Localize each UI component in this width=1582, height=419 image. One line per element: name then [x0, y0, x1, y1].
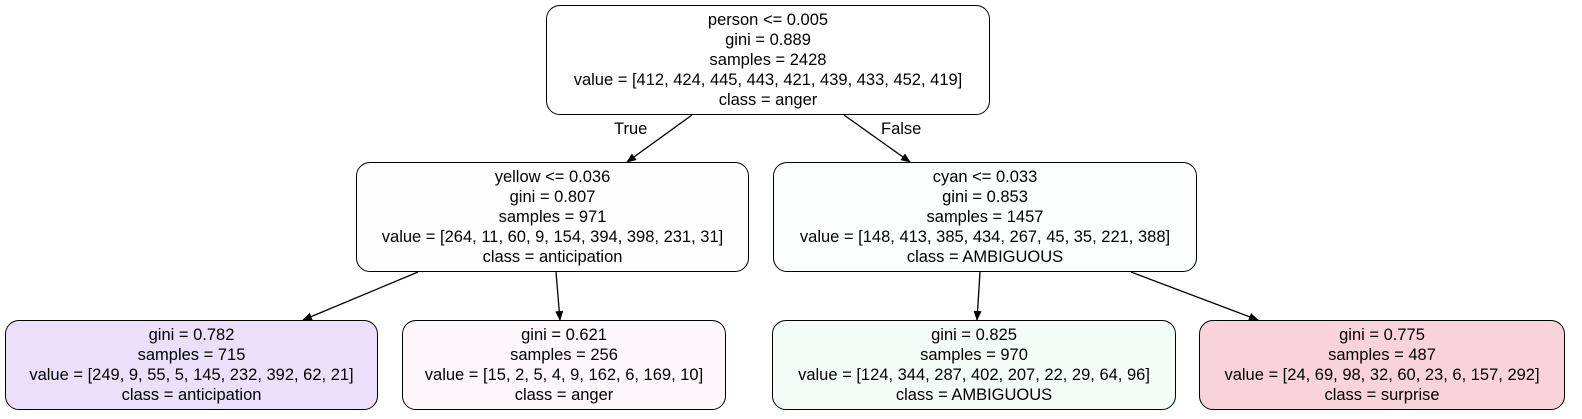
node-class: class = anticipation — [121, 386, 262, 404]
edge-root-to-left — [626, 114, 693, 163]
edge-root-to-right — [843, 114, 911, 163]
node-value: value = [15, 2, 5, 4, 9, 162, 6, 169, 10… — [424, 366, 704, 384]
edge-label-true: True — [614, 120, 648, 138]
node-class: class = anger — [514, 386, 614, 404]
root-node: person <= 0.005 gini = 0.889 samples = 2… — [546, 5, 990, 115]
node-split-rule: person <= 0.005 — [707, 11, 829, 29]
node-split-rule: cyan <= 0.033 — [932, 168, 1038, 186]
node-class: class = AMBIGUOUS — [895, 386, 1053, 404]
right-split-node: cyan <= 0.033 gini = 0.853 samples = 145… — [773, 162, 1197, 272]
node-samples: samples = 971 — [498, 208, 607, 226]
node-value: value = [264, 11, 60, 9, 154, 394, 398, … — [381, 228, 724, 246]
node-value: value = [412, 424, 445, 443, 421, 439, 4… — [573, 71, 963, 89]
node-gini: gini = 0.782 — [148, 326, 235, 344]
node-class: class = anticipation — [482, 248, 623, 266]
node-value: value = [24, 69, 98, 32, 60, 23, 6, 157,… — [1224, 366, 1540, 384]
node-gini: gini = 0.889 — [725, 31, 811, 49]
node-gini: gini = 0.853 — [942, 188, 1028, 206]
node-value: value = [124, 344, 287, 402, 207, 22, 29… — [798, 366, 1150, 384]
leaf-node-anger: gini = 0.621 samples = 256 value = [15, … — [402, 320, 726, 410]
node-split-rule: yellow <= 0.036 — [494, 168, 611, 186]
leaf-node-surprise: gini = 0.775 samples = 487 value = [24, … — [1199, 320, 1565, 410]
leaf-node-anticipation: gini = 0.782 samples = 715 value = [249,… — [5, 320, 378, 410]
edge-left-to-leaf-ll — [302, 271, 419, 321]
node-class: class = anger — [718, 91, 818, 109]
node-gini: gini = 0.825 — [931, 326, 1017, 344]
node-samples: samples = 256 — [510, 346, 618, 364]
node-samples: samples = 715 — [137, 346, 246, 364]
node-gini: gini = 0.621 — [521, 326, 607, 344]
node-value: value = [148, 413, 385, 434, 267, 45, 35… — [799, 228, 1171, 246]
edge-right-to-leaf-rr — [1130, 271, 1259, 321]
node-value: value = [249, 9, 55, 5, 145, 232, 392, 6… — [29, 366, 354, 384]
node-samples: samples = 2428 — [709, 51, 827, 69]
left-split-node: yellow <= 0.036 gini = 0.807 samples = 9… — [356, 162, 749, 272]
leaf-node-ambiguous: gini = 0.825 samples = 970 value = [124,… — [772, 320, 1176, 410]
node-class: class = AMBIGUOUS — [906, 248, 1064, 266]
node-gini: gini = 0.807 — [509, 188, 596, 206]
edge-left-to-leaf-lr — [555, 271, 564, 321]
edge-label-false: False — [881, 120, 922, 138]
node-class: class = surprise — [1324, 386, 1440, 404]
edge-right-to-leaf-rl — [973, 271, 982, 321]
node-gini: gini = 0.775 — [1339, 326, 1425, 344]
node-samples: samples = 487 — [1328, 346, 1436, 364]
node-samples: samples = 970 — [920, 346, 1028, 364]
node-samples: samples = 1457 — [926, 208, 1044, 226]
